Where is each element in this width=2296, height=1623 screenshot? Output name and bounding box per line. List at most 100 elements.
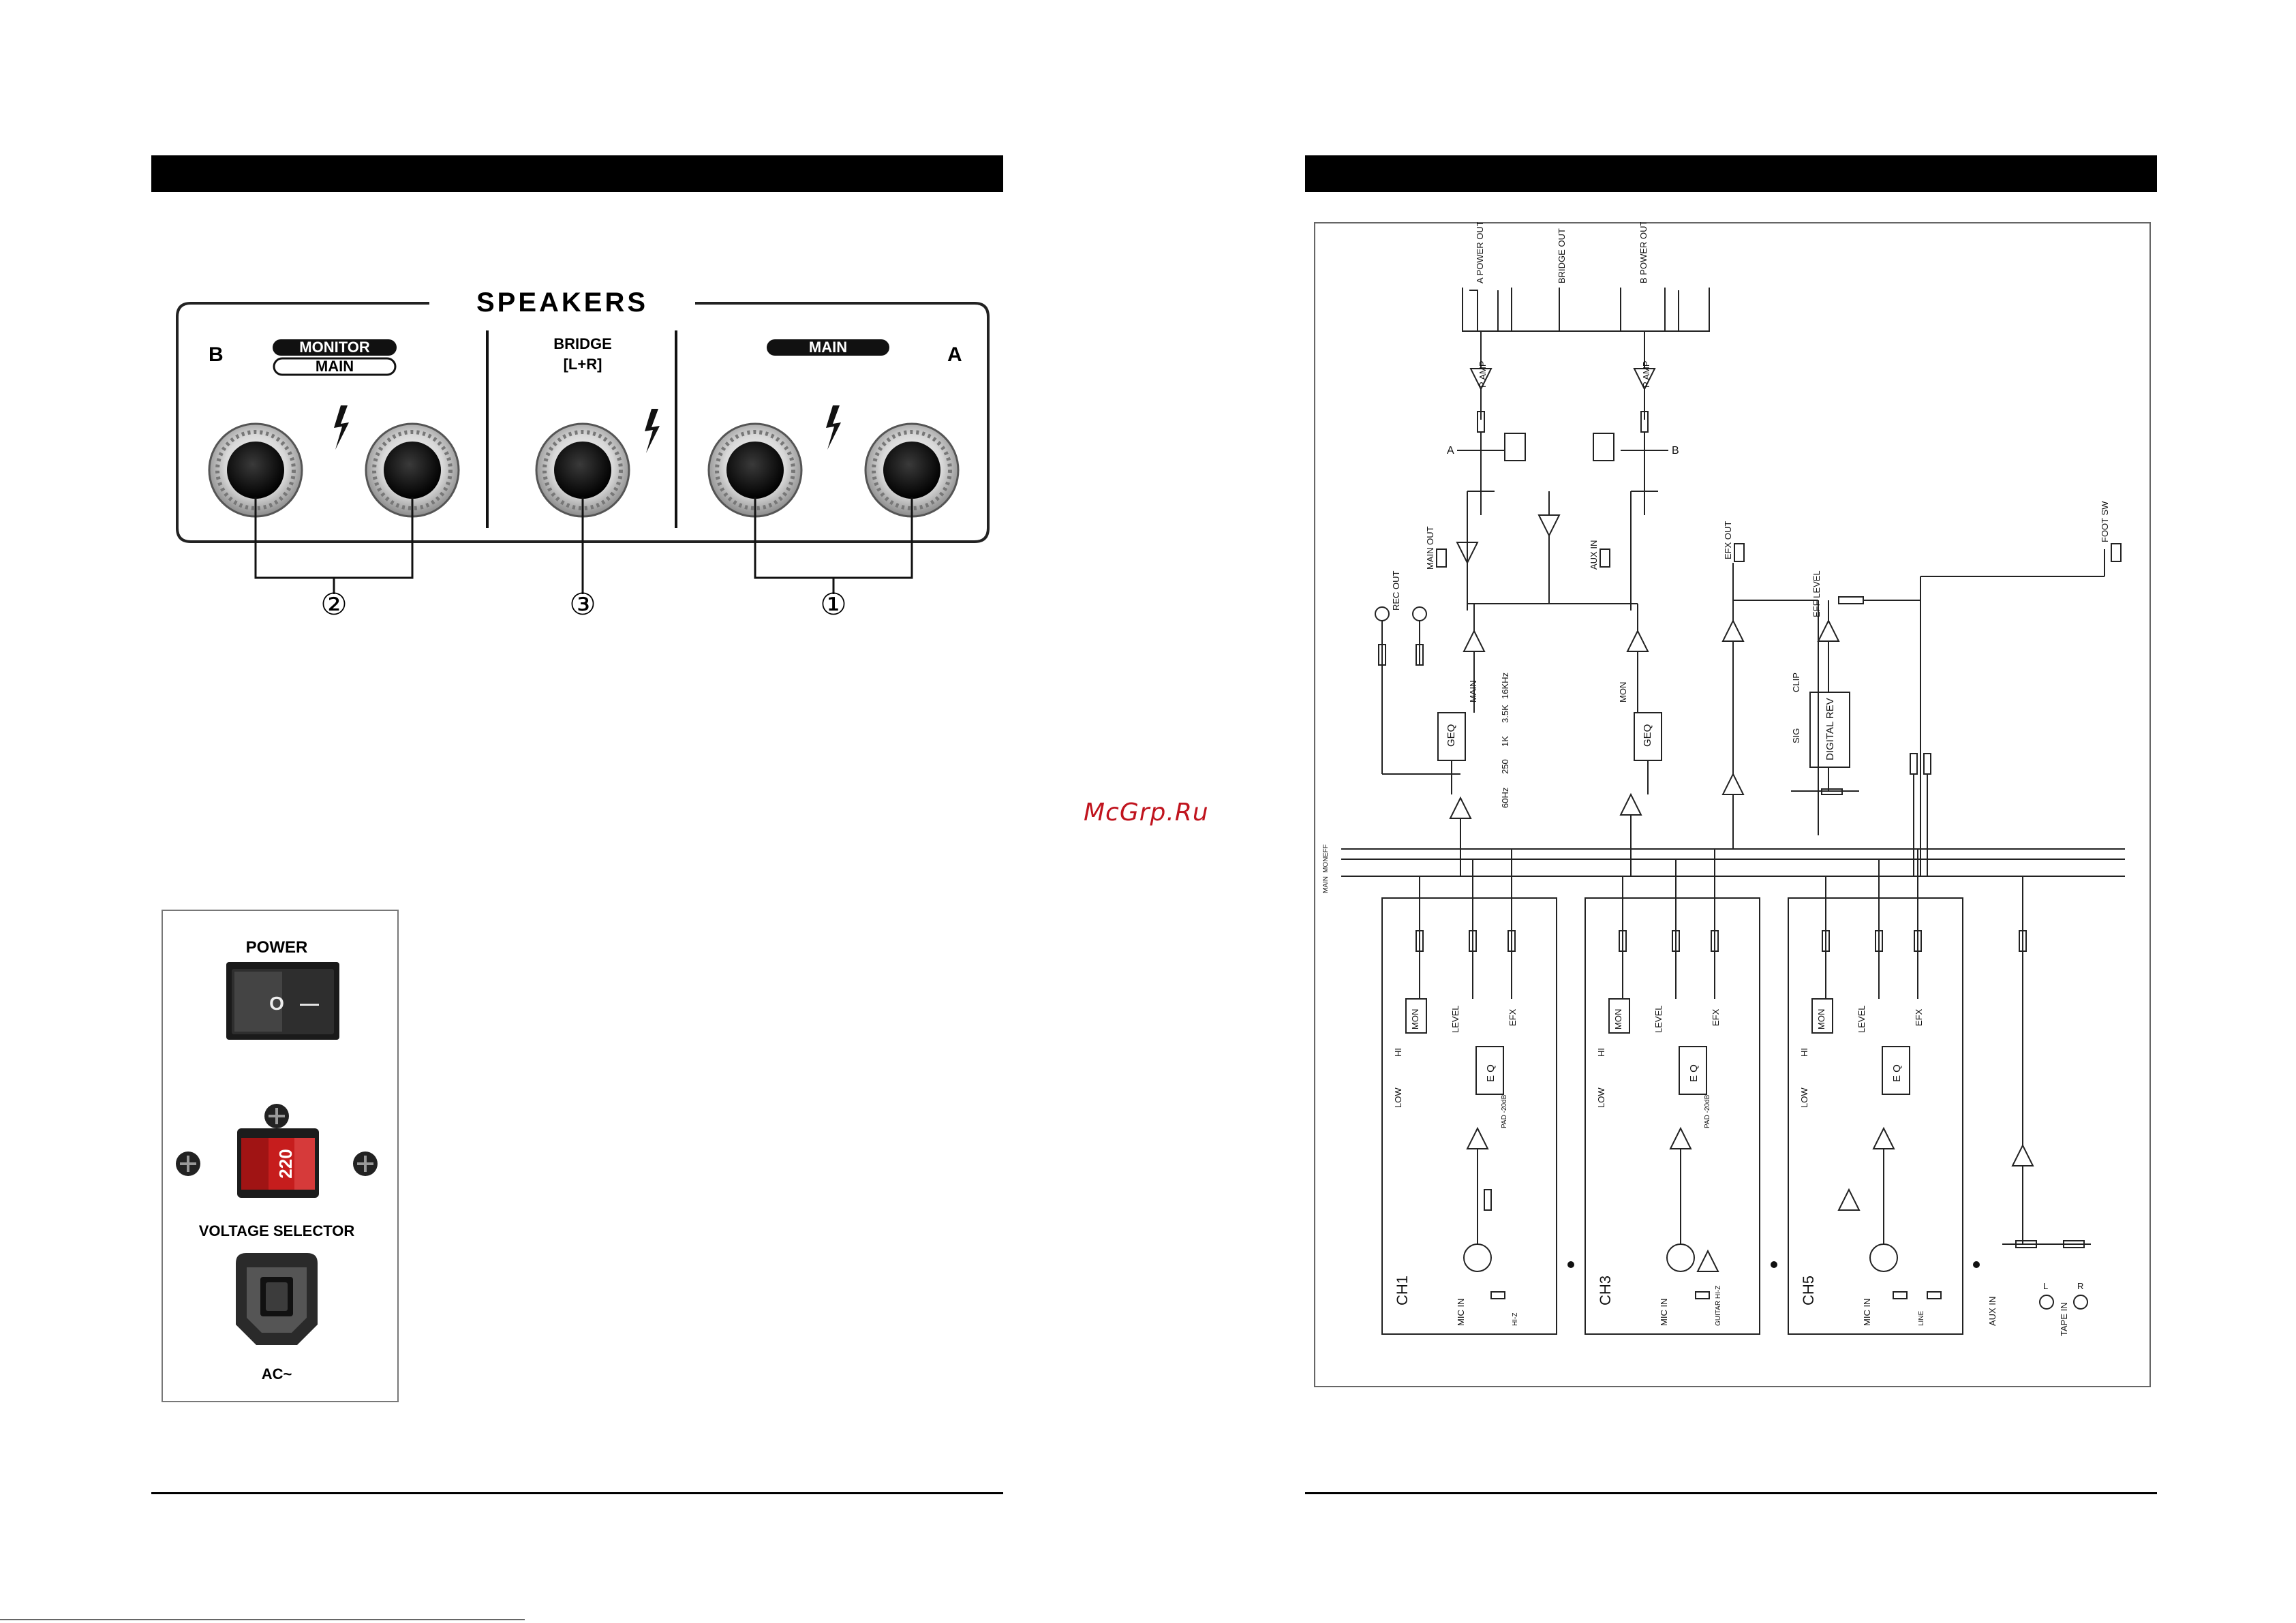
- ellipsis-dot: [1973, 1261, 1980, 1268]
- bridge-sub-label: [L+R]: [564, 356, 602, 373]
- label-geq-main: GEQ: [1445, 724, 1457, 747]
- diagram-frame: [1314, 222, 2151, 1387]
- eq-block-ch3: [1679, 1046, 1707, 1095]
- power-switch[interactable]: O —: [226, 962, 339, 1040]
- voltage-value: 220: [275, 1149, 296, 1178]
- label-a: A: [947, 343, 962, 366]
- label-clip: CLIP: [1791, 673, 1801, 692]
- label-efx-ch1: EFX: [1507, 1008, 1518, 1026]
- label-line-ch5: LINE: [1918, 1310, 1925, 1326]
- label-freq-1k: 1K: [1500, 736, 1510, 747]
- main-label-left: MAIN: [316, 358, 354, 375]
- voltage-selector[interactable]: 220: [237, 1128, 319, 1198]
- ac-label: AC~: [262, 1365, 292, 1382]
- label-mic-in-ch1: MIC IN: [1456, 1299, 1466, 1326]
- label-bus-main: MAIN: [1322, 876, 1330, 893]
- label-eq-ch5: E Q: [1891, 1064, 1903, 1082]
- label-pad-ch1: PAD -20dB: [1501, 1094, 1508, 1128]
- label-b: B: [209, 343, 224, 366]
- bottom-edge-line: [0, 1619, 525, 1620]
- label-line-ch3: GUITAR HI-Z: [1715, 1286, 1722, 1326]
- label-pad-ch3: PAD -20dB: [1704, 1094, 1711, 1128]
- label-sig: SIG: [1791, 728, 1801, 743]
- label-amp-a: P AMP: [1478, 360, 1488, 388]
- label-amp-b: P AMP: [1641, 360, 1651, 388]
- right-header-bar: [1305, 155, 2157, 192]
- jack-a-power-out: [1462, 288, 1478, 332]
- label-mon-ch3: MON: [1613, 1009, 1623, 1030]
- label-hi-ch5: HI: [1799, 1048, 1809, 1057]
- label-aux-in: AUX IN: [1589, 540, 1599, 570]
- label-efx-ch5: EFX: [1914, 1008, 1924, 1026]
- label-tape-l: L: [2043, 1281, 2048, 1291]
- speakers-panel: SPEAKERS B A MONITOR MAIN BRIDGE [L+R] M…: [176, 288, 990, 621]
- channel-box-ch5: [1788, 897, 1963, 1335]
- main-label-right: MAIN: [809, 339, 847, 356]
- left-header-bar: [151, 155, 1003, 192]
- label-aux-in-bottom: AUX IN: [1987, 1297, 1997, 1326]
- channel-label-ch1: CH1: [1394, 1276, 1411, 1305]
- label-mon: MON: [1618, 682, 1628, 702]
- power-panel: POWER O — 220 VOLTAGE SELECTOR AC~: [162, 910, 399, 1402]
- label-mon-ch5: MON: [1816, 1009, 1826, 1030]
- label-foot-sw: FOOT SW: [2100, 501, 2110, 542]
- lightning-icon: [645, 409, 660, 453]
- label-freq-16k: 16KHz: [1500, 673, 1510, 699]
- label-low-ch3: LOW: [1596, 1087, 1606, 1108]
- block-diagram: A POWER OUT BRIDGE OUT B POWER OUT P AMP…: [1314, 222, 2151, 1387]
- label-eff-level: EFF LEVEL: [1811, 570, 1822, 617]
- label-digital-rev: DIGITAL REV: [1824, 698, 1836, 760]
- callout-1: ①: [820, 588, 846, 621]
- switch-on-symbol: —: [300, 993, 319, 1014]
- label-bus-b: B: [1672, 445, 1679, 457]
- ac-inlet[interactable]: [236, 1253, 318, 1345]
- main-pill-right: [767, 339, 889, 356]
- watermark: McGrp.Ru: [1084, 799, 1209, 826]
- speaker-jack-bridge[interactable]: [535, 422, 630, 518]
- label-hi-ch3: HI: [1596, 1048, 1606, 1057]
- speaker-jack-a1[interactable]: [707, 422, 803, 518]
- label-mon-ch1: MON: [1410, 1009, 1420, 1030]
- label-tape-in: TAPE IN: [2059, 1302, 2069, 1336]
- ellipsis-dot: [1771, 1261, 1777, 1268]
- callout-3: ③: [569, 588, 596, 621]
- power-label: POWER: [246, 938, 308, 957]
- label-bus-eff: EFF: [1322, 844, 1330, 857]
- label-efx-ch3: EFX: [1711, 1008, 1721, 1026]
- eq-block-ch5: [1882, 1046, 1910, 1095]
- speaker-jack-b2[interactable]: [365, 422, 460, 518]
- channel-box-ch1: [1381, 897, 1557, 1335]
- label-level-ch1: LEVEL: [1450, 1006, 1460, 1033]
- label-low-ch1: LOW: [1393, 1087, 1403, 1108]
- label-line-ch1: HI-Z: [1512, 1313, 1519, 1326]
- label-main: MAIN: [1468, 681, 1478, 703]
- ellipsis-dot: [1567, 1261, 1574, 1268]
- label-a-power-out: A POWER OUT: [1475, 222, 1485, 283]
- speakers-title: SPEAKERS: [476, 288, 648, 318]
- label-efx-out: EFX OUT: [1723, 521, 1733, 559]
- lightning-icon: [826, 405, 841, 450]
- label-mic-in-ch3: MIC IN: [1659, 1299, 1669, 1326]
- channel-box-ch3: [1585, 897, 1760, 1335]
- label-bridge-out: BRIDGE OUT: [1557, 228, 1567, 283]
- label-rec-out: REC OUT: [1391, 570, 1401, 610]
- switch-off-symbol: O: [269, 993, 284, 1014]
- label-freq-60: 60Hz: [1500, 788, 1510, 808]
- label-geq-mon: GEQ: [1642, 724, 1653, 747]
- monitor-pill: [273, 339, 397, 356]
- lightning-icon: [334, 405, 349, 450]
- screw-icon: [353, 1151, 378, 1176]
- label-level-ch5: LEVEL: [1856, 1006, 1867, 1033]
- monitor-label: MONITOR: [299, 339, 370, 356]
- label-freq-3-5k: 3.5K: [1500, 705, 1510, 723]
- label-main-out: MAIN OUT: [1425, 526, 1435, 570]
- speaker-jack-b1[interactable]: [208, 422, 303, 518]
- label-b-power-out: B POWER OUT: [1638, 222, 1649, 283]
- callout-2: ②: [320, 588, 347, 621]
- label-bus-mon: MON: [1322, 857, 1330, 873]
- screw-icon: [176, 1151, 200, 1176]
- channel-label-ch5: CH5: [1800, 1276, 1817, 1305]
- label-eq-ch3: E Q: [1688, 1064, 1700, 1082]
- speaker-jack-a2[interactable]: [864, 422, 960, 518]
- right-footer-line: [1305, 1492, 2157, 1494]
